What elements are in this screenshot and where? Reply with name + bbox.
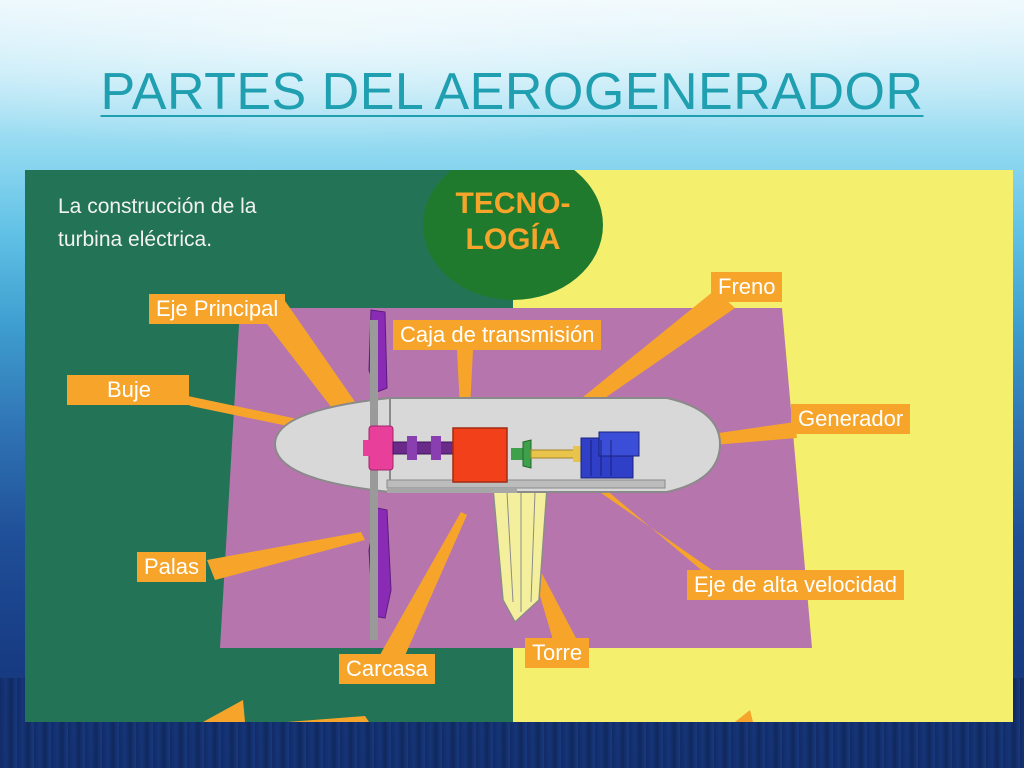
label-freno: Freno — [711, 272, 783, 302]
pointer-fragment-mid — [287, 716, 369, 722]
base-frame — [386, 479, 666, 489]
pointer-palas — [207, 532, 365, 580]
sky-haze — [0, 0, 1024, 170]
wind-turbine-diagram: La construcción de la turbina eléctrica.… — [25, 170, 1013, 722]
label-caja-transmision: Caja de transmisión — [393, 320, 602, 350]
tecnologia-badge: TECNO- LOGÍA — [423, 170, 603, 300]
pointer-carcasa — [377, 512, 467, 660]
main-shaft — [392, 441, 454, 455]
main-shaft-bearing-2 — [431, 436, 441, 460]
brake-disc — [522, 439, 532, 469]
main-shaft-bearing — [407, 436, 417, 460]
pointer-torre — [533, 568, 577, 640]
pointer-fragment-right — [735, 710, 753, 722]
hub-nose — [363, 440, 371, 456]
slide-title: PARTES DEL AEROGENERADOR — [100, 63, 924, 121]
coupling — [573, 446, 581, 462]
intro-text: La construcción de la turbina eléctrica. — [58, 190, 358, 256]
pointer-eje-alta-velocidad — [565, 462, 725, 590]
label-eje-alta-velocidad: Eje de alta velocidad — [687, 570, 905, 600]
label-generador: Generador — [791, 404, 911, 434]
intro-line-2: turbina eléctrica. — [58, 228, 213, 251]
intro-line-1: La construcción de la — [58, 195, 257, 218]
label-buje: Buje — [67, 375, 190, 405]
badge-line-2: LOGÍA — [465, 223, 561, 256]
gearbox — [452, 427, 508, 483]
label-palas: Palas — [137, 552, 207, 582]
label-torre: Torre — [525, 638, 590, 668]
generator — [580, 431, 640, 479]
label-eje-principal: Eje Principal — [149, 294, 286, 324]
hub — [368, 425, 394, 471]
brake-hub — [511, 448, 523, 460]
base-frame-lower — [387, 488, 517, 493]
nose-cone — [273, 396, 391, 494]
pointer-fragment-left — [203, 700, 245, 722]
badge-line-1: TECNO- — [455, 187, 571, 220]
label-carcasa: Carcasa — [339, 654, 435, 684]
blades — [368, 309, 392, 640]
turbine-illustration — [159, 290, 812, 722]
